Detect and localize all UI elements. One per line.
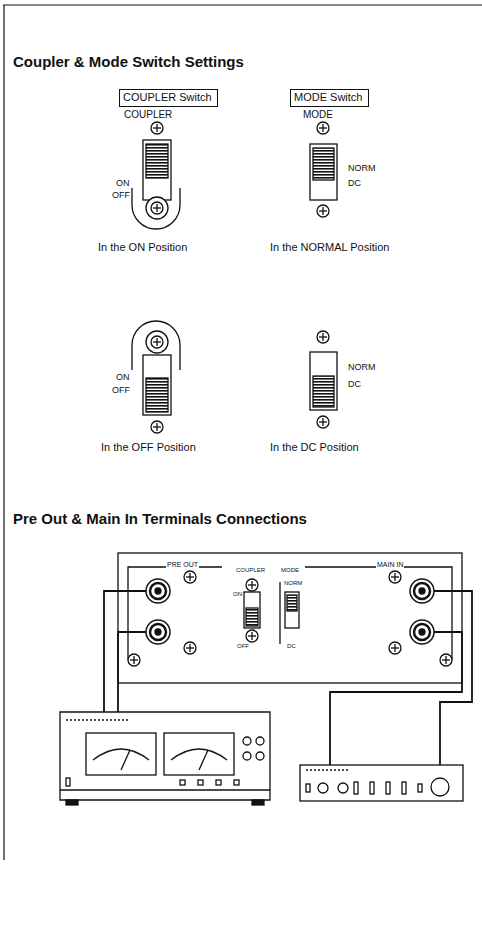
preamplifier [300,765,463,801]
section-heading: Coupler & Mode Switch Settings [13,54,244,71]
position-label: DC [348,380,361,390]
switch-name: MODE [303,109,333,120]
terminal-label: MAIN IN [376,561,404,569]
caption-box: MODE Switch [290,89,369,107]
frame-line [3,4,482,5]
power-amplifier [60,712,270,805]
position-label: NORM [283,580,303,587]
coupler-switch-on [132,122,180,229]
rear-panel [118,553,462,683]
coupler-switch-off [132,321,180,433]
switch-name: COUPLER [235,567,266,574]
position-label: OFF [111,191,131,201]
position-label: OFF [111,386,131,396]
caption-box: COUPLER Switch [119,89,218,107]
figure-caption: In the NORMAL Position [270,241,389,253]
figure-caption: In the OFF Position [101,441,196,453]
position-label: DC [286,643,297,650]
box-label: MODE Switch [291,90,368,104]
figure-caption: In the DC Position [270,441,359,453]
figure-caption: In the ON Position [98,241,187,253]
section-heading: Pre Out & Main In Terminals Connections [13,511,307,528]
position-label: ON [232,591,243,598]
position-label: ON [115,373,131,383]
position-label: ON [115,179,131,189]
position-label: NORM [348,363,376,373]
position-label: NORM [348,164,376,174]
position-label: DC [348,179,361,189]
switch-name: MODE [280,567,300,574]
mode-switch-dc [310,331,337,428]
box-label: COUPLER Switch [120,90,217,104]
position-label: OFF [236,643,250,650]
mode-switch-normal [310,122,337,217]
frame-line [3,5,4,860]
terminal-label: PRE OUT [166,561,199,569]
switch-name: COUPLER [124,109,172,120]
